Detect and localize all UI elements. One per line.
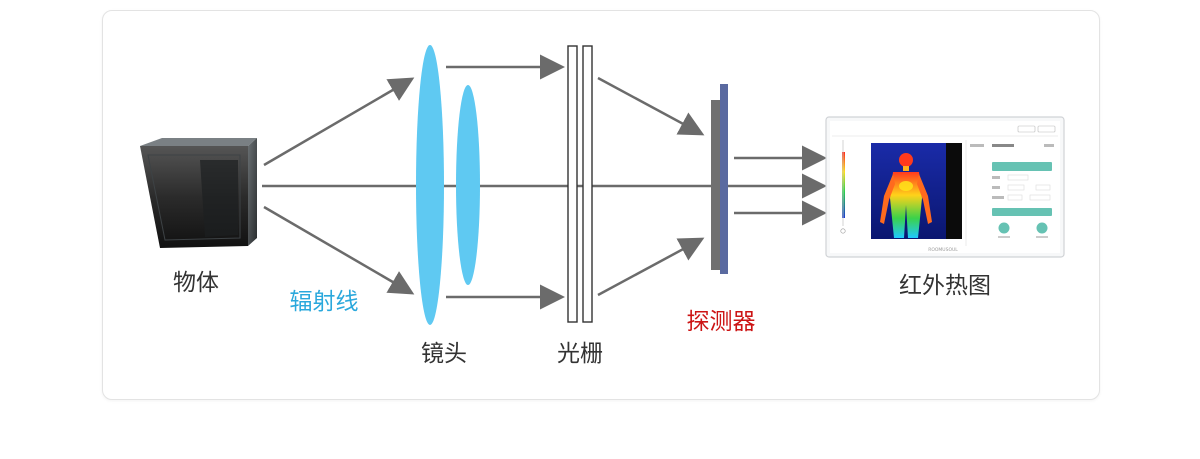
label-radiation: 辐射线 bbox=[289, 289, 359, 315]
lens-primary bbox=[416, 45, 444, 325]
radiation-arrow-upper bbox=[263, 77, 415, 167]
radiation-arrow-lower bbox=[263, 205, 415, 295]
radiation-lines bbox=[263, 77, 415, 295]
label-thermal-image: 红外热图 bbox=[899, 273, 991, 299]
grating bbox=[567, 45, 593, 323]
label-grating: 光栅 bbox=[557, 341, 603, 367]
lens-secondary bbox=[456, 85, 480, 285]
lens-group bbox=[416, 45, 480, 325]
label-lens: 镜头 bbox=[421, 341, 467, 367]
grating-to-detector-arrow-upper bbox=[597, 76, 705, 136]
thermal-monitor: ROOMUSOUL bbox=[825, 116, 1065, 258]
temperature-scale-bar bbox=[842, 152, 845, 218]
detector bbox=[711, 84, 728, 274]
object-cube bbox=[140, 138, 257, 248]
label-detector: 探测器 bbox=[686, 309, 756, 335]
thermal-human-figure bbox=[880, 153, 932, 238]
label-object: 物体 bbox=[173, 270, 219, 296]
monitor-brand-text: ROOMUSOUL bbox=[928, 247, 958, 253]
grating-to-detector-arrow-lower bbox=[597, 237, 705, 297]
